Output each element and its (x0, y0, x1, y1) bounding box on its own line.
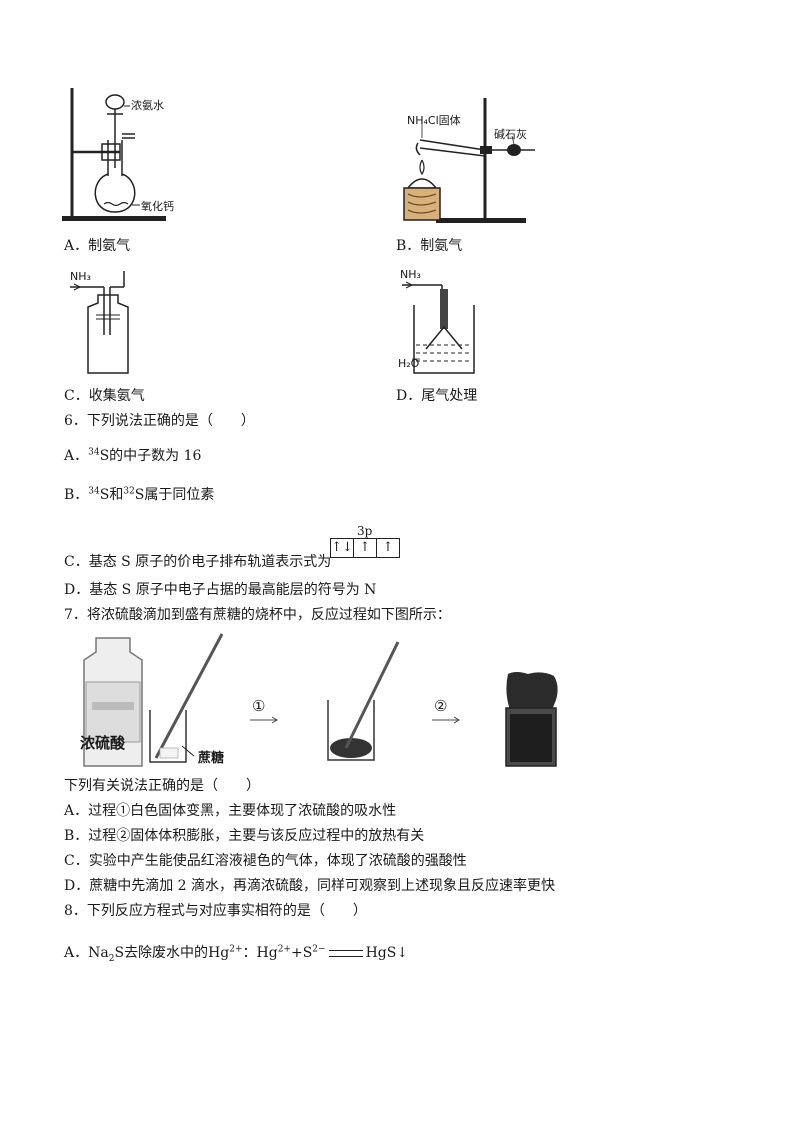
q7-option-d: D．蔗糖中先滴加 2 滴水，再滴浓硫酸，同样可观察到上述现象且反应速率更快 (64, 878, 556, 894)
label-nh3-c: NH₃ (70, 270, 91, 283)
orbital-label: 3p (357, 524, 373, 538)
label-water: H₂O (398, 357, 420, 370)
step-1-arrow-icon (250, 716, 278, 724)
apparatus-d-figure (402, 281, 475, 374)
step-1-marker: ① (252, 697, 266, 715)
apparatus-b-figure (403, 98, 535, 223)
orbital-box: ↑↓ (330, 538, 354, 558)
label-calcium-oxide: 氧化钙 (141, 200, 174, 213)
q7-option-b: B．过程②固体体积膨胀，主要与该反应过程中的放热有关 (64, 828, 425, 844)
caption-b: B．制氨气 (396, 238, 463, 254)
orbital-box: ↑ (376, 538, 400, 558)
step-2-arrow-icon (432, 716, 460, 724)
q6-option-b: B．34S和32S属于同位素 (64, 486, 215, 503)
q7-stem: 7．将浓硫酸滴加到盛有蔗糖的烧杯中，反应过程如下图所示： (64, 607, 451, 623)
label-nh3-d: NH₃ (400, 268, 421, 281)
orbital-box: ↑ (353, 538, 377, 558)
q8-stem: 8．下列反应方程式与对应事实相符的是（ ） (64, 903, 367, 919)
label-nh4cl-solid: NH₄Cl固体 (407, 114, 461, 127)
sugar-experiment-start-figure (83, 633, 224, 767)
sugar-label: 蔗糖 (198, 751, 225, 766)
sugar-experiment-mid-figure (327, 641, 400, 761)
bottle-label: 浓硫酸 (80, 734, 126, 752)
q6-option-c: C．基态 S 原子的价电子排布轨道表示式为 (64, 554, 332, 570)
q8-option-a: A．Na2S去除废水中的Hg2+：Hg2++S2−HgS↓ (64, 944, 409, 964)
sugar-experiment-end-figure (505, 672, 558, 767)
caption-a: A．制氨气 (64, 238, 131, 254)
label-concentrated-ammonia: 浓氨水 (131, 99, 164, 112)
q6-option-d: D．基态 S 原子中电子占据的最高能层的符号为 N (64, 582, 377, 598)
equals-sign (328, 949, 363, 957)
apparatus-a-figure (62, 88, 166, 221)
caption-c: C．收集氨气 (64, 388, 145, 404)
apparatus-c-figure (70, 271, 129, 374)
step-2-marker: ② (434, 697, 448, 715)
q6-stem: 6．下列说法正确的是（ ） (64, 413, 255, 429)
q7-option-a: A．过程①白色固体变黑，主要体现了浓硫酸的吸水性 (64, 803, 397, 819)
q7-question: 下列有关说法正确的是（ ） (64, 778, 260, 794)
q7-option-c: C．实验中产生能使品红溶液褪色的气体，体现了浓硫酸的强酸性 (64, 853, 467, 869)
label-soda-lime: 碱石灰 (494, 128, 527, 141)
caption-d: D．尾气处理 (396, 388, 478, 404)
q6-option-a: A．34S的中子数为 16 (64, 447, 202, 464)
